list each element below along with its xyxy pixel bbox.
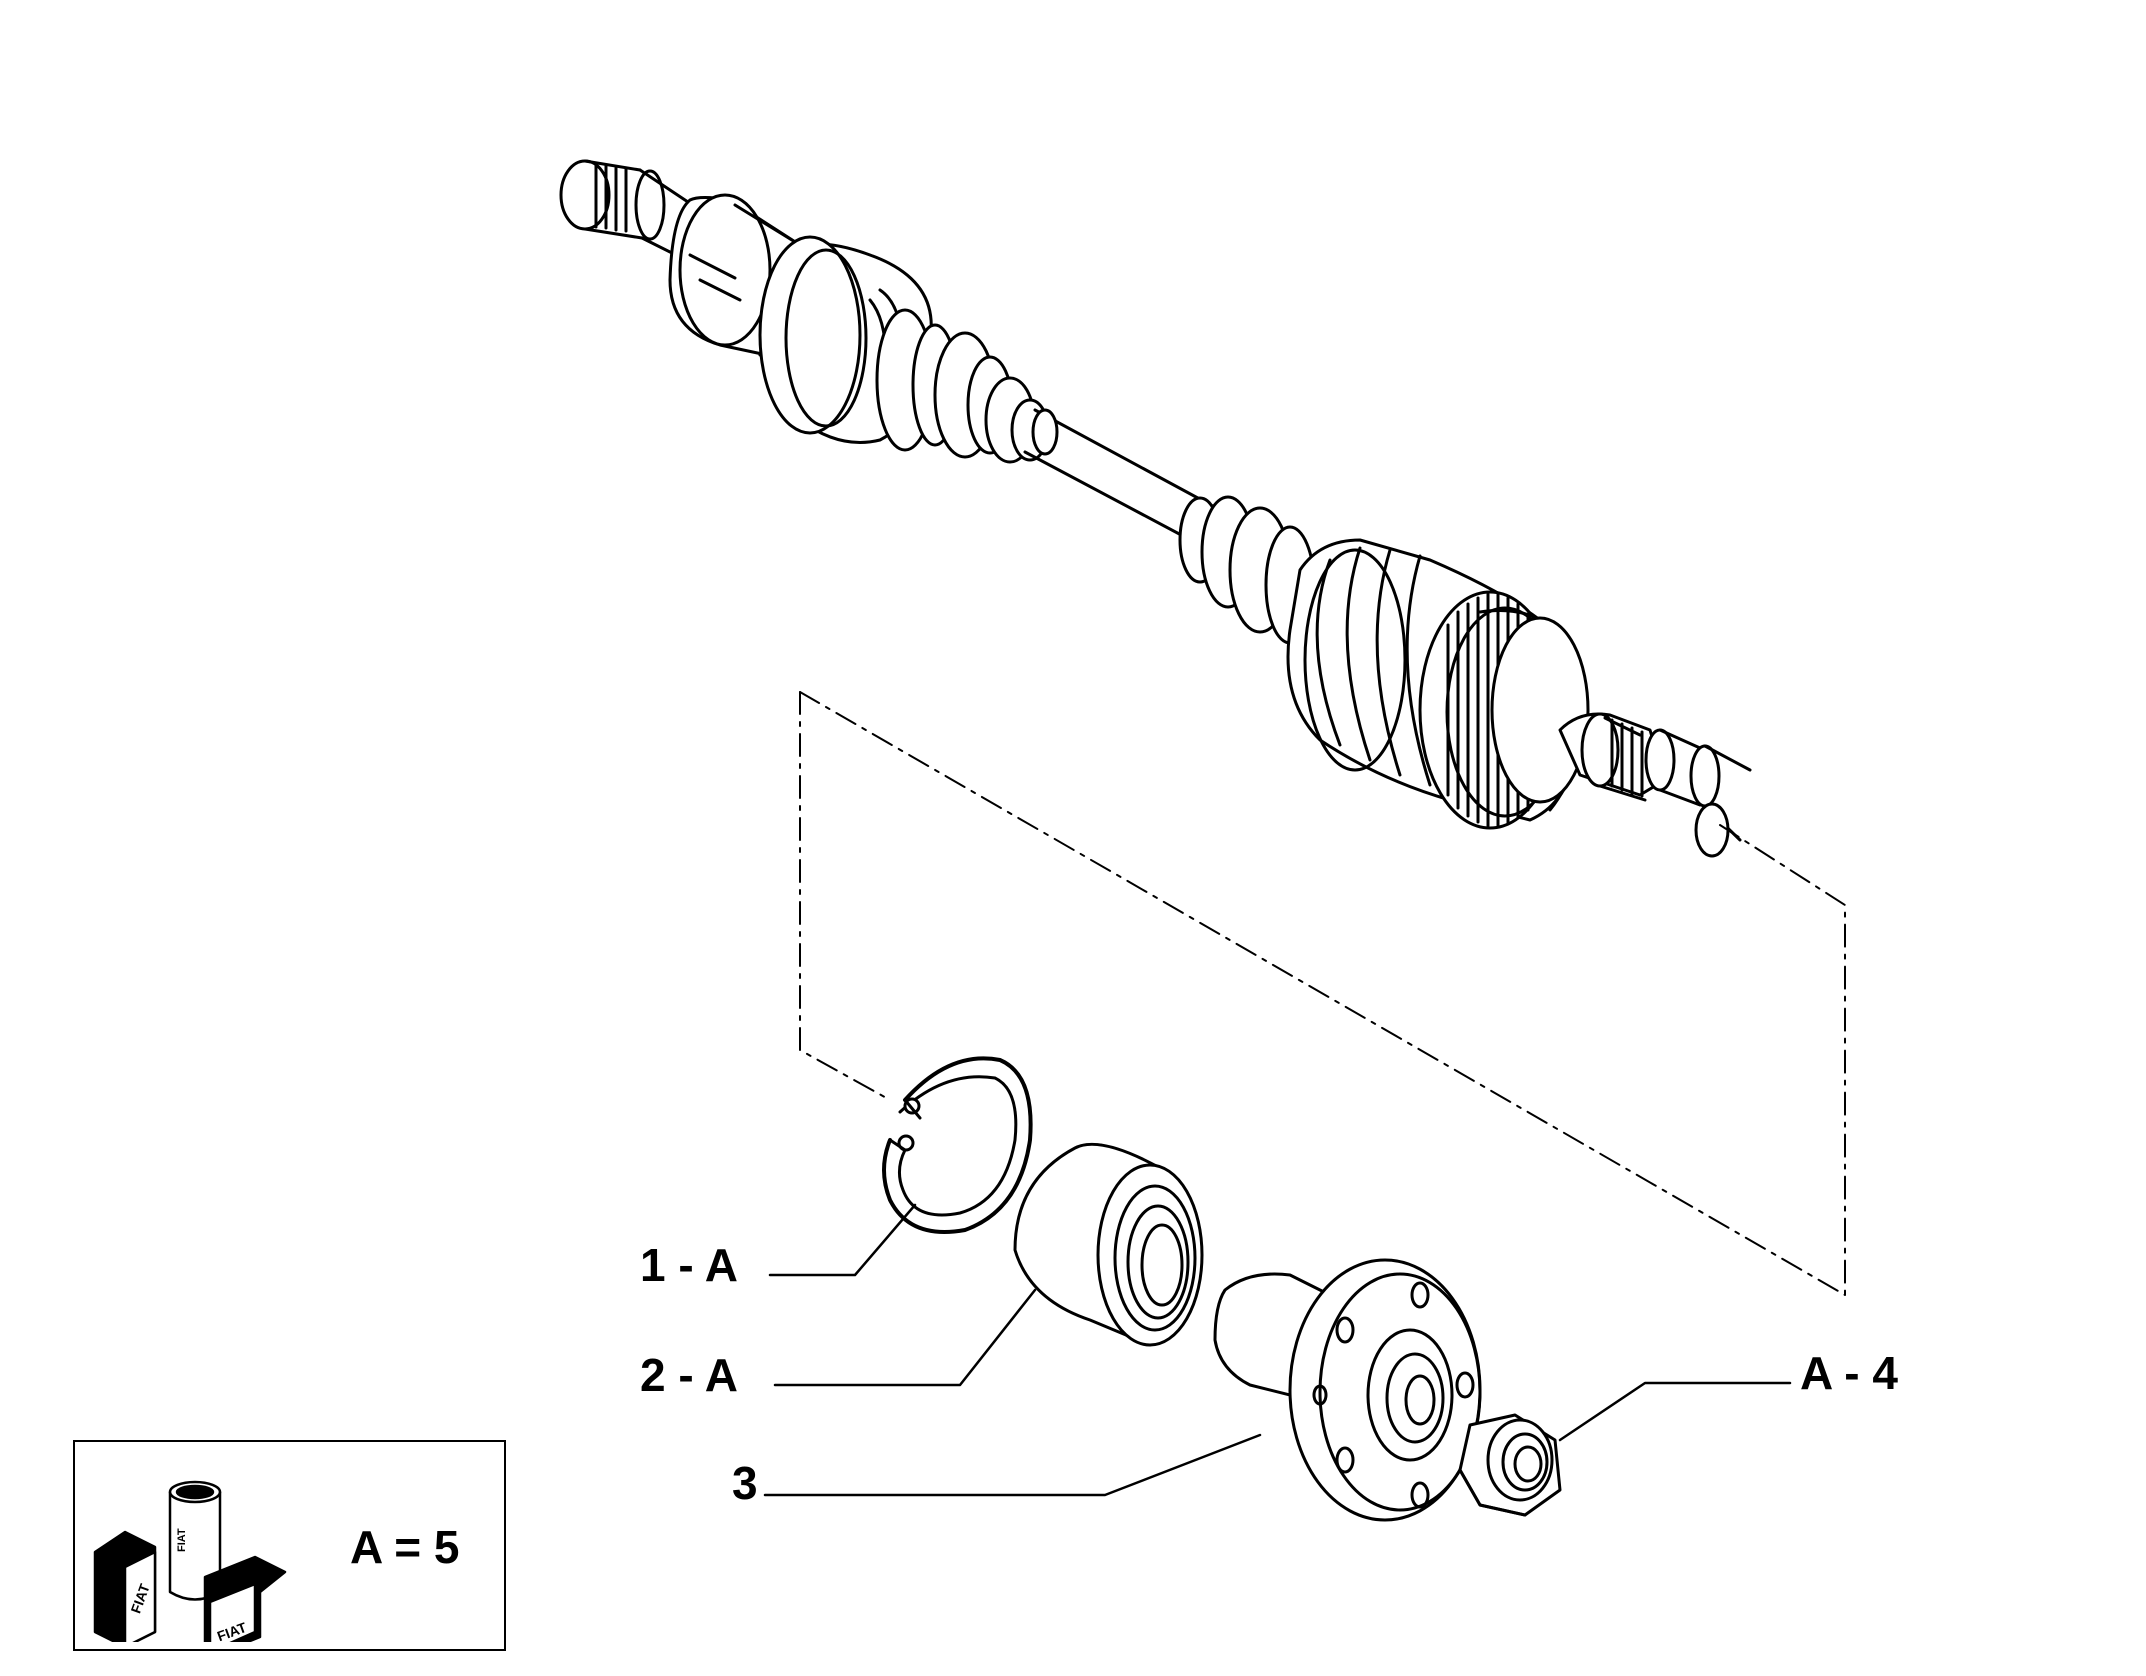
- hub-nut-part: [1458, 1413, 1562, 1517]
- fiat-parts-logo-icon: FIAT FIAT FIAT: [93, 1480, 287, 1642]
- callout-label-nut: A - 4: [1800, 1347, 1898, 1399]
- assembly-center-lines: [799, 691, 1846, 1296]
- callout-label-hub: 3: [732, 1457, 758, 1509]
- leader-lines: [763, 1203, 1792, 1497]
- drive-shaft: [559, 159, 1752, 858]
- inner-spline-stub: [559, 159, 702, 264]
- shaft-bar: [1023, 408, 1222, 547]
- wheel-hub-part: [1213, 1258, 1482, 1522]
- wheel-bearing-part: [1013, 1142, 1204, 1347]
- callout-label-snap-ring: 1 - A: [640, 1239, 738, 1291]
- snap-ring-part: [882, 1056, 1033, 1234]
- inner-boot: [758, 235, 1050, 464]
- callout-label-bearing: 2 - A: [640, 1349, 738, 1401]
- outer-cv-joint: [1418, 590, 1590, 830]
- outer-spline-stub: [1558, 712, 1752, 858]
- legend-box: FIAT FIAT FIAT A = 5: [73, 1440, 506, 1651]
- legend-text: A = 5: [350, 1521, 460, 1573]
- svg-text:FIAT: FIAT: [176, 1528, 188, 1552]
